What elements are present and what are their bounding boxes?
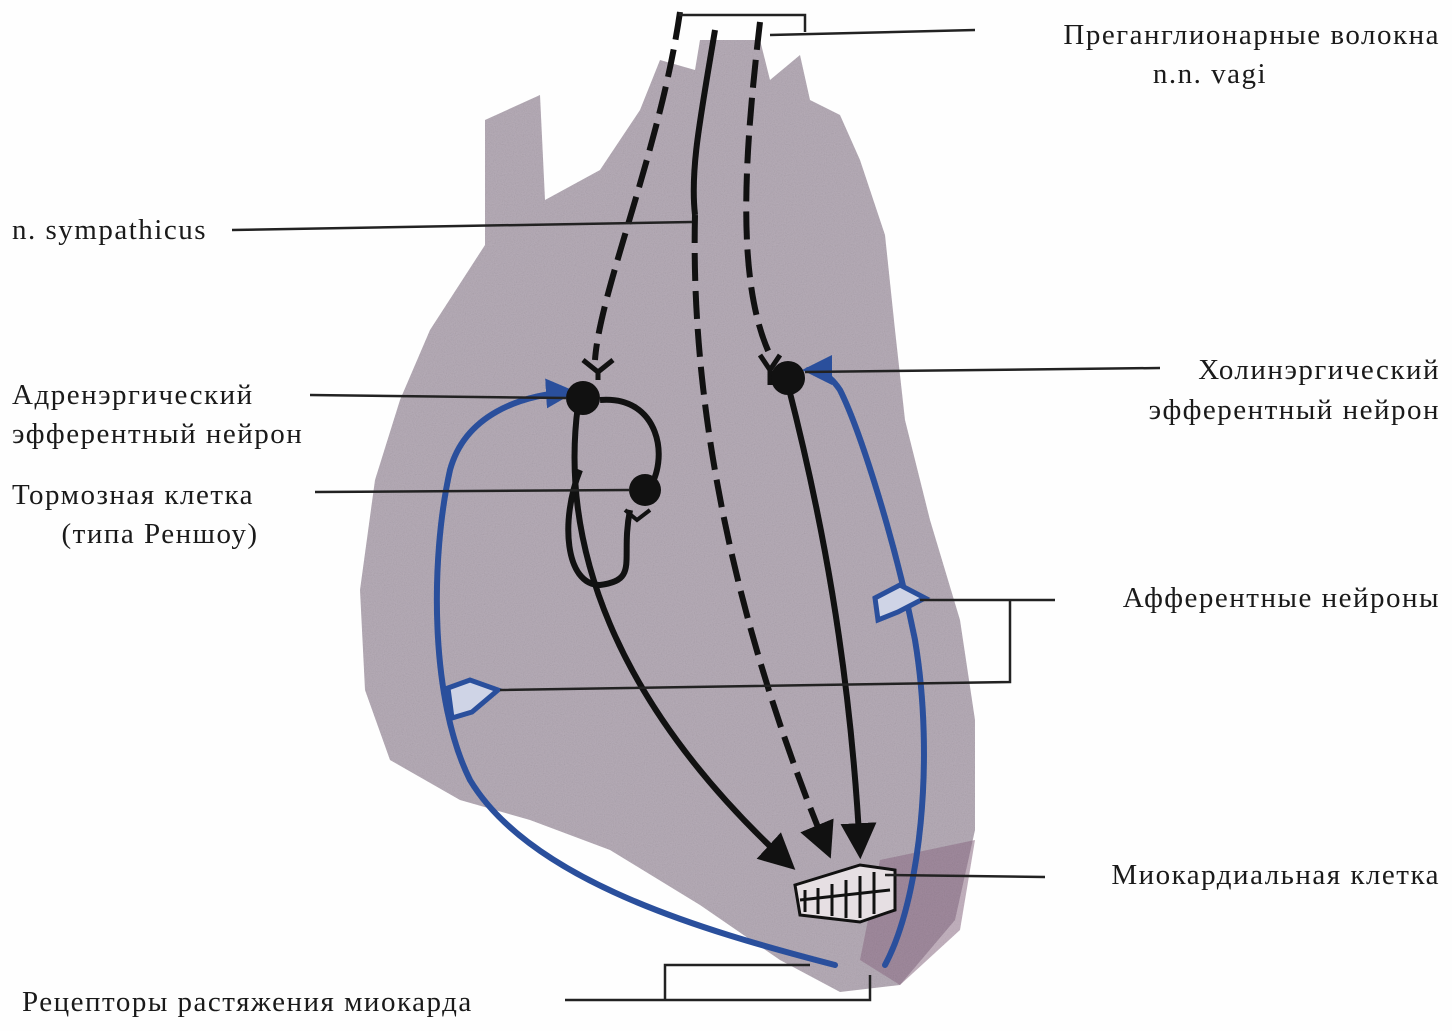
label-afferent: Афферентные нейроны <box>1123 578 1440 618</box>
renshaw-cell <box>629 474 661 506</box>
label-adrenergic-line1: Адренэргический <box>12 375 254 415</box>
label-receptors: Рецепторы растяжения миокарда <box>22 982 473 1022</box>
cholinergic-neuron <box>771 361 805 395</box>
label-cholinergic-line2: эфферентный нейрон <box>1149 390 1440 430</box>
label-inhibitory-line2: (типа Реншоу) <box>30 514 290 554</box>
label-inhibitory-line1: Тормозная клетка <box>12 475 254 515</box>
vagi-bracket <box>680 12 805 32</box>
leader-preganglionic <box>770 30 975 35</box>
label-myocardial: Миокардиальная клетка <box>1111 855 1440 895</box>
label-preganglionic-line1: Преганглионарные волокна <box>1063 15 1440 55</box>
adrenergic-neuron <box>566 381 600 415</box>
label-adrenergic-line2: эфферентный нейрон <box>12 414 303 454</box>
label-cholinergic-line1: Холинэргический <box>1198 350 1440 390</box>
label-preganglionic-line2: n.n. vagi <box>1100 54 1320 94</box>
label-sympathicus: n. sympathicus <box>12 210 207 250</box>
